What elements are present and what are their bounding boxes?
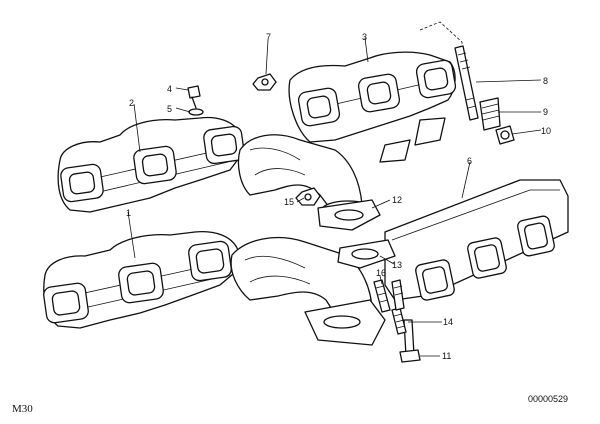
stud-pair xyxy=(373,279,405,313)
gasket-upper xyxy=(317,199,381,231)
callout-8: 8 xyxy=(543,76,548,86)
bolt-small xyxy=(187,85,201,109)
exhaust-manifold-upper-right xyxy=(288,51,457,163)
callout-15: 15 xyxy=(284,197,294,207)
stud-lower xyxy=(391,307,407,335)
model-label: M30 xyxy=(12,403,33,415)
callout-11: 11 xyxy=(442,351,451,361)
callout-6: 6 xyxy=(467,156,472,166)
callout-4: 4 xyxy=(167,84,172,94)
gasket-lower xyxy=(337,239,396,269)
callout-16: 16 xyxy=(376,268,386,278)
callout-10: 10 xyxy=(541,126,551,136)
hex-nut-middle xyxy=(295,187,321,206)
callout-5: 5 xyxy=(167,104,172,114)
callout-7: 7 xyxy=(266,32,271,42)
callout-13: 13 xyxy=(392,260,402,270)
callout-1: 1 xyxy=(126,208,131,218)
callout-2: 2 xyxy=(129,98,134,108)
reference-number: 00000529 xyxy=(528,394,568,404)
callout-9: 9 xyxy=(543,107,548,117)
callout-3: 3 xyxy=(362,32,367,42)
hex-nut-upper xyxy=(252,73,277,91)
heat-shield xyxy=(384,179,569,301)
spring-washer xyxy=(479,97,501,131)
exhaust-manifold-lower-left xyxy=(43,230,241,329)
stud-bolt xyxy=(454,45,479,121)
exhaust-manifold-upper-left xyxy=(57,116,246,213)
collar-nut xyxy=(495,125,515,145)
callout-14: 14 xyxy=(443,317,453,327)
callout-12: 12 xyxy=(392,195,402,205)
front-pipe-lower xyxy=(230,236,386,346)
washer-small xyxy=(188,108,204,116)
bolt-long xyxy=(399,319,421,363)
